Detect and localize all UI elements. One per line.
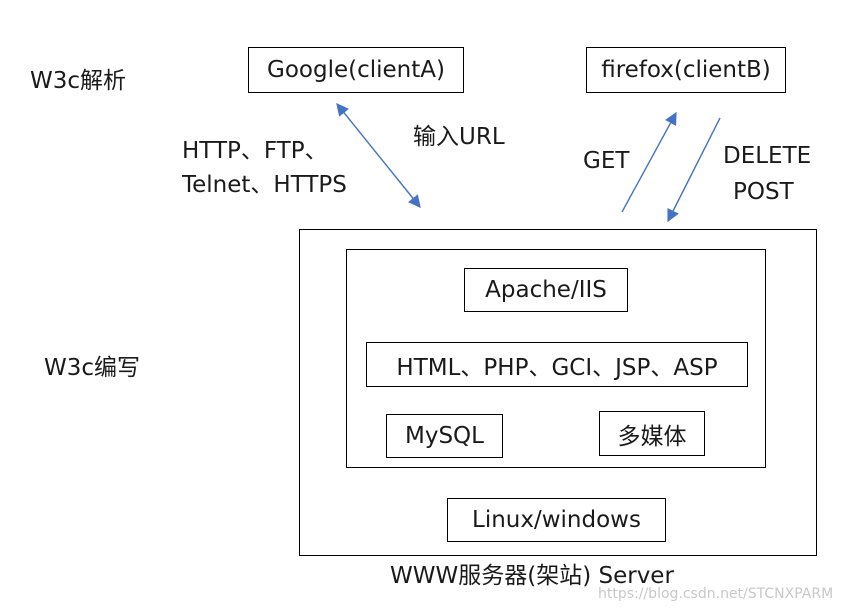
client-a-label: Google(clientA) xyxy=(267,57,445,83)
client-a-bidirectional-arrow xyxy=(336,103,421,208)
client-b-label: firefox(clientB) xyxy=(601,57,771,83)
post-label: POST xyxy=(733,179,794,205)
languages-label: HTML、PHP、GCI、JSP、ASP xyxy=(396,354,718,381)
client-b-box: firefox(clientB) xyxy=(586,47,786,93)
get-label: GET xyxy=(583,148,630,174)
server-caption: WWW服务器(架站) Server xyxy=(390,563,674,589)
web-server-label: Apache/IIS xyxy=(485,277,607,303)
os-label: Linux/windows xyxy=(472,507,641,533)
client-a-box: Google(clientA) xyxy=(248,47,464,93)
database-label: MySQL xyxy=(405,423,484,449)
get-request-arrow xyxy=(621,111,677,213)
web-server-box: Apache/IIS xyxy=(464,268,628,312)
w3c-write-label: W3c编写 xyxy=(44,355,141,381)
languages-box: HTML、PHP、GCI、JSP、ASP xyxy=(366,342,748,387)
w3c-parse-label: W3c解析 xyxy=(30,68,127,94)
delete-post-arrow xyxy=(667,117,721,223)
database-box: MySQL xyxy=(386,414,503,458)
protocols-label-line1: HTTP、FTP、 xyxy=(182,138,328,164)
os-box: Linux/windows xyxy=(447,498,666,542)
multimedia-label: 多媒体 xyxy=(617,423,687,450)
protocols-label-line2: Telnet、HTTPS xyxy=(182,172,347,198)
input-url-label: 输入URL xyxy=(413,124,505,150)
watermark: https://blog.csdn.net/STCNXPARM xyxy=(598,586,834,602)
delete-label: DELETE xyxy=(723,143,812,169)
multimedia-box: 多媒体 xyxy=(599,411,705,456)
